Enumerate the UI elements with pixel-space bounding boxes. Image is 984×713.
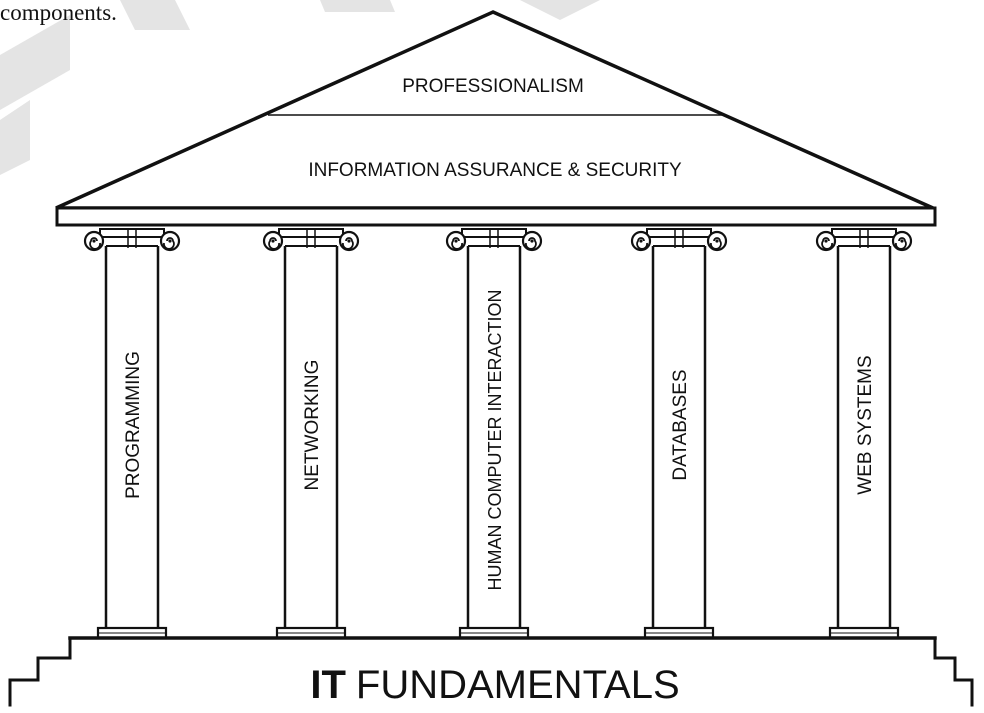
pillar: NETWORKING xyxy=(262,228,360,640)
foundation xyxy=(8,636,974,707)
roof-bottom-label: INFORMATION ASSURANCE & SECURITY xyxy=(308,160,682,181)
volute-icon xyxy=(891,230,913,252)
volute-icon xyxy=(445,230,467,252)
volute-icon xyxy=(630,230,652,252)
right-steps xyxy=(933,636,974,707)
pillar-label: NETWORKING xyxy=(302,360,323,491)
watermark xyxy=(0,0,600,175)
pillar: DATABASES xyxy=(630,228,728,640)
header-fragment: components. xyxy=(0,0,117,25)
volute-icon xyxy=(262,230,284,252)
volute-icon xyxy=(159,230,181,252)
pillar: HUMAN COMPUTER INTERACTION xyxy=(445,228,543,640)
roof-beam xyxy=(55,206,937,227)
pillar-label: HUMAN COMPUTER INTERACTION xyxy=(485,290,505,591)
volute-icon xyxy=(521,230,543,252)
roof xyxy=(55,10,937,227)
volute-icon xyxy=(83,230,105,252)
pillar: WEB SYSTEMS xyxy=(815,228,913,640)
volute-icon xyxy=(706,230,728,252)
volute-icon xyxy=(815,230,837,252)
volute-icon xyxy=(338,230,360,252)
foundation-label-rest: FUNDAMENTALS xyxy=(356,663,680,707)
pillar-label: PROGRAMMING xyxy=(123,351,144,499)
pillar-label: WEB SYSTEMS xyxy=(855,355,876,494)
pillar: PROGRAMMING xyxy=(83,228,181,640)
pillars: PROGRAMMING NETWORKING HUMAN COMPUTER INTE… xyxy=(83,228,913,640)
roof-top-label: PROFESSIONALISM xyxy=(402,76,584,97)
foundation-label-bold: IT xyxy=(310,663,346,707)
pillar-label: DATABASES xyxy=(670,369,691,480)
left-steps xyxy=(8,636,72,707)
